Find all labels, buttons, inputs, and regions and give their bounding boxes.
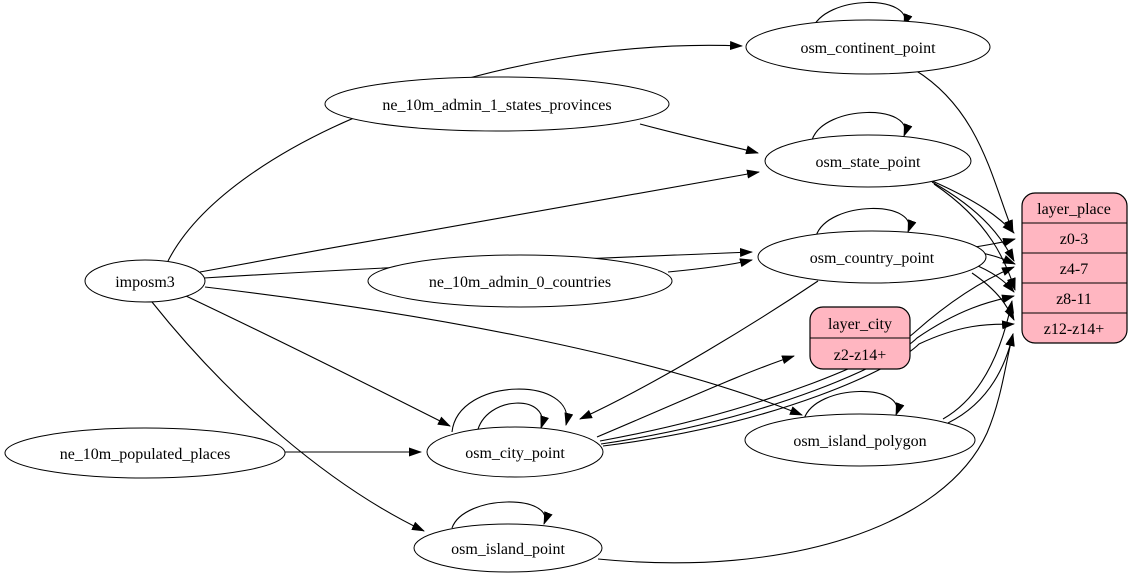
layer_place-title: layer_place: [1037, 201, 1111, 218]
edge-osm_state_point-layer_place-z0-3: [929, 179, 1015, 234]
edge-osm_island_polygon-layer_place-z8-11: [942, 300, 1015, 420]
imposm3-shape: [84, 259, 206, 303]
osm_continent_point-label: osm_continent_point: [800, 40, 936, 57]
layer_city-title: layer_city: [828, 316, 892, 333]
edge-osm_city_point-layer_city-z2: [596, 355, 795, 438]
ne_10m_admin_0_countries-label: ne_10m_admin_0_countries: [429, 274, 611, 291]
node-ne_10m_admin_0_countries: ne_10m_admin_0_countries: [367, 254, 673, 308]
osm_continent_point-shape: [745, 19, 991, 75]
node-osm_island_point: osm_island_point: [413, 523, 603, 573]
edge-imposm3-osm_island_polygon: [204, 286, 803, 416]
edge-osm_country_point-layer_place-z12-z14: [971, 272, 1015, 321]
node-osm_city_point: osm_city_point: [426, 426, 604, 478]
osm_island_point-label: osm_island_point: [451, 541, 565, 558]
ne_10m_admin_1_states_provinces-label: ne_10m_admin_1_states_provinces: [382, 97, 611, 114]
node-osm_state_point: osm_state_point: [764, 134, 972, 188]
node-osm_island_polygon: osm_island_polygon: [744, 413, 976, 467]
layer_place-row-z0-3: z0-3: [1060, 231, 1088, 248]
osm_country_point-shape: [757, 230, 987, 284]
osm_island_polygon-shape: [744, 413, 976, 467]
osm_city_point-shape: [426, 426, 604, 478]
selfloop-osm_island_polygon: [803, 390, 905, 420]
selfloop-osm_city_point-inner: [476, 402, 549, 434]
edge-osm_country_point-osm_city_point: [579, 280, 819, 420]
edge-osm_country_point-layer_place-z8-11: [977, 265, 1015, 293]
selfloop-osm_continent_point: [811, 1, 913, 31]
node-layer_city: layer_city z2-z14+: [809, 306, 911, 370]
ne_10m_admin_0_countries-shape: [367, 254, 673, 308]
ne_10m_populated_places-label: ne_10m_populated_places: [60, 446, 231, 463]
edge-osm_city_point-layer_place-z4-7: [599, 266, 1015, 442]
ne_10m_populated_places-shape: [4, 427, 286, 479]
edge-ne_10m_admin_1_states_provinces-osm_state_point: [639, 123, 759, 155]
node-osm_country_point: osm_country_point: [757, 230, 987, 284]
osm_island_polygon-label: osm_island_polygon: [793, 433, 926, 450]
selfloop-osm_country_point: [815, 207, 917, 237]
node-ne_10m_admin_1_states_provinces: ne_10m_admin_1_states_provinces: [324, 76, 670, 132]
ne_10m_admin_1_states_provinces-shape: [324, 76, 670, 132]
osm_city_point-label: osm_city_point: [465, 445, 565, 462]
osm_island_point-shape: [413, 523, 603, 573]
selfloop-osm_state_point: [811, 111, 913, 141]
node-layer_place: layer_place z0-3 z4-7 z8-11 z12-z14+: [1021, 192, 1128, 344]
selfloop-osm_city_point-outer: [451, 388, 574, 433]
edge-imposm3-osm_state_point: [199, 169, 760, 273]
selfloop-osm_island_point: [451, 501, 553, 529]
layer_place-row-z8-11: z8-11: [1056, 291, 1092, 308]
osm_state_point-shape: [764, 134, 972, 188]
edge-osm_state_point-layer_place-z4-7: [931, 181, 1015, 262]
layer_place-row-z4-7: z4-7: [1060, 261, 1088, 278]
layer_place-row-z12-z14: z12-z14+: [1044, 321, 1105, 338]
edge-imposm3-osm_island_point: [151, 301, 425, 532]
edge-ne_10m_admin_0_countries-osm_country_point: [667, 258, 753, 273]
node-imposm3: imposm3: [84, 259, 206, 303]
edge-imposm3-osm_city_point: [185, 295, 451, 427]
edges: [151, 1, 1016, 564]
osm_state_point-label: osm_state_point: [816, 154, 921, 171]
osm_country_point-label: osm_country_point: [810, 250, 935, 267]
node-osm_continent_point: osm_continent_point: [745, 19, 991, 75]
edge-osm_island_point-layer_place-z12-z14: [597, 333, 1015, 564]
layer_city-row-z2-z14: z2-z14+: [834, 347, 887, 364]
edge-osm_continent_point-layer_place-z0-3: [914, 69, 1014, 233]
imposm3-label: imposm3: [115, 274, 175, 291]
layer_place-box: [1021, 192, 1128, 344]
node-ne_10m_populated_places: ne_10m_populated_places: [4, 427, 286, 479]
edge-osm_country_point-layer_place-z4-7: [981, 252, 1016, 265]
edge-osm_country_point-layer_place-z0-3: [974, 237, 1016, 248]
